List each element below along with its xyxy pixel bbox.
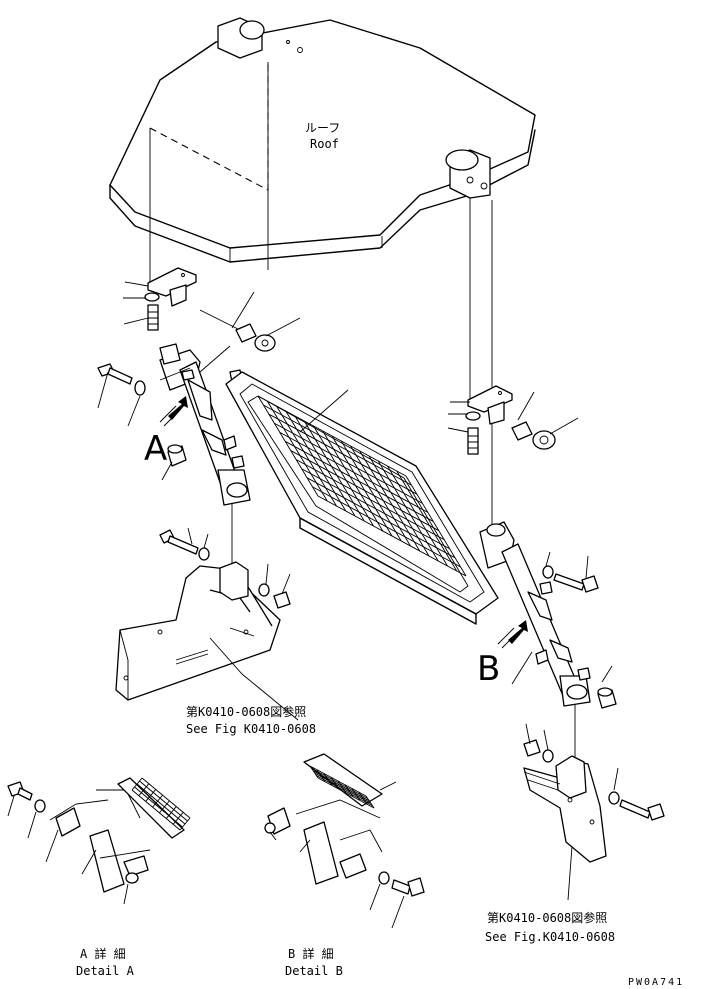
right-mount-bracket (465, 385, 556, 455)
reference-right-en: See Fig.K0410-0608 (485, 930, 615, 944)
detail-a-title-en: Detail A (76, 964, 135, 978)
reference-left-jp: 第K0410-0608図参照 (186, 704, 306, 719)
left-floor-plate (115, 561, 281, 701)
mesh-grid (257, 395, 467, 577)
roof-label-en: Roof (310, 137, 339, 151)
right-lower-bolt (608, 791, 665, 821)
marker-b: B (477, 649, 500, 689)
reference-right-jp: 第K0410-0608図参照 (487, 910, 607, 925)
detail-a-illustration (7, 777, 185, 893)
right-pillar (479, 521, 591, 707)
reference-left-en: See Fig K0410-0608 (186, 722, 316, 736)
roof-label-jp: ルーフ (305, 121, 340, 135)
right-pillar-spacer (597, 687, 617, 709)
left-pillar-bolt (97, 363, 146, 396)
mesh-guard (225, 371, 499, 625)
right-pillar-bolt (542, 565, 599, 593)
left-mount-bracket (144, 267, 276, 352)
detail-b-title-jp: B 詳 細 (288, 946, 334, 961)
right-nut-washer (523, 739, 554, 763)
detail-b-title-en: Detail B (285, 964, 343, 978)
right-floor-plate (523, 755, 607, 863)
detail-a-mesh (131, 777, 191, 831)
detail-b-illustration (264, 753, 425, 897)
detail-b-mesh (309, 765, 375, 809)
arrow-a-icon (159, 396, 188, 427)
arrow-b-icon (497, 620, 528, 649)
detail-a-title-jp: A 詳 細 (80, 946, 126, 961)
leader-lines (7, 281, 619, 929)
left-pillar-spacer (167, 444, 187, 467)
left-lower-bolt (159, 529, 210, 561)
figure-code: PW0A741 (628, 977, 684, 988)
marker-a: A (144, 429, 167, 469)
